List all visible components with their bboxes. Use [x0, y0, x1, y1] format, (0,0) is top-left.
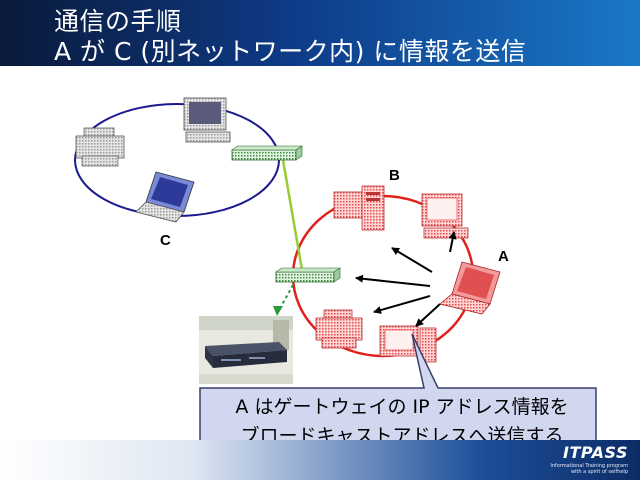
switch-hub-icon-remote: [231, 145, 303, 161]
switch-hub-icon-local: [275, 267, 341, 283]
printer-icon-remote: [75, 127, 125, 167]
callout-box: [199, 333, 597, 440]
network-diagram: [74, 97, 597, 440]
slide-title: 通信の手順: [54, 7, 182, 36]
logo-name: ITPASS: [563, 443, 628, 462]
laptop-icon-remote: [135, 171, 195, 223]
desktop-pc-icon-local-lower: [379, 325, 437, 363]
label-b: B: [389, 167, 400, 184]
logo-sub-line-1: Informational Training program: [550, 463, 628, 469]
label-a: A: [498, 248, 509, 265]
desktop-pc-icon-local-upper: [421, 193, 469, 239]
uplink-cable: [281, 159, 304, 271]
server-tower-icon-local: [333, 185, 385, 231]
broadcast-arrow: [355, 274, 431, 287]
router-device-icon: [199, 316, 293, 384]
laptop-icon-local: [439, 261, 501, 315]
logo-subtitle: Informational Training program with a sp…: [548, 463, 628, 475]
broadcast-arrow: [391, 247, 433, 273]
label-c: C: [160, 232, 171, 249]
itpass-logo: ITPASS Informational Training program wi…: [548, 443, 628, 479]
broadcast-arrow: [373, 295, 431, 314]
title-banner: 通信の手順 A が C (別ネットワーク内) に情報を送信: [0, 0, 640, 66]
router-link-arrowhead: [273, 306, 283, 316]
broadcast-arrow: [415, 303, 441, 327]
logo-sub-line-2: with a spirit of selfhelp: [570, 469, 628, 475]
callout-line-1: A はゲートウェイの IP アドレス情報を: [235, 396, 569, 418]
footer-band: [0, 440, 640, 480]
desktop-pc-icon-remote: [183, 97, 231, 143]
broadcast-arrow: [448, 231, 457, 253]
slide-subtitle: A が C (別ネットワーク内) に情報を送信: [54, 37, 527, 66]
printer-icon-local: [315, 309, 363, 349]
